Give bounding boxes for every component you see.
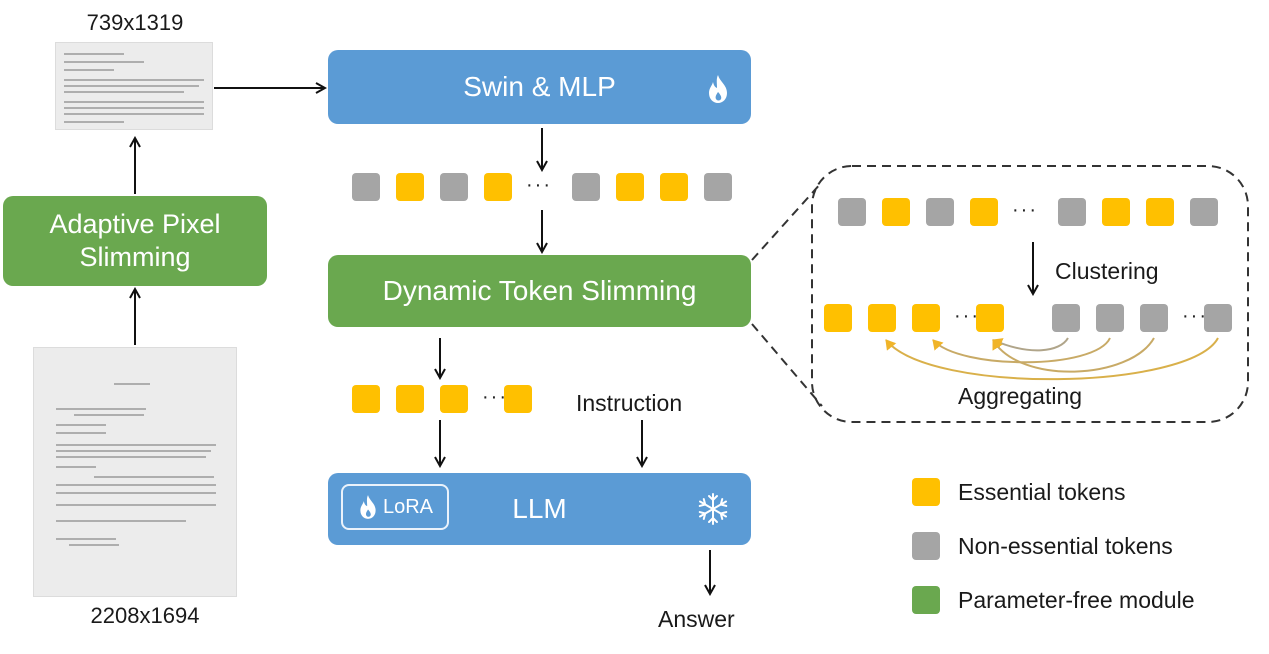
non-essential-token	[1190, 198, 1218, 226]
legend-label: Non-essential tokens	[958, 532, 1173, 559]
essential-token	[504, 385, 532, 413]
essential-token	[660, 173, 688, 201]
ellipsis: ···	[526, 174, 552, 196]
detail-clustered-essential: ···	[824, 304, 1014, 334]
non-essential-token	[1096, 304, 1124, 332]
dynamic-token-slimming-module: Dynamic Token Slimming	[328, 255, 751, 327]
essential-token	[1102, 198, 1130, 226]
essential-token	[912, 304, 940, 332]
lora-badge: LoRA	[341, 484, 449, 530]
non-essential-token	[704, 173, 732, 201]
top-image-size-label: 739x1319	[86, 10, 184, 35]
non-essential-token	[926, 198, 954, 226]
essential-token	[868, 304, 896, 332]
ellipsis: ···	[1012, 199, 1038, 221]
answer-label: Answer	[658, 606, 735, 632]
non-essential-token	[1052, 304, 1080, 332]
aggregate-curve	[992, 337, 1155, 373]
non-essential-token	[1204, 304, 1232, 332]
detail-clustered-nonessential: ···	[1052, 304, 1242, 334]
non-essential-token	[838, 198, 866, 226]
llm-label: LLM	[512, 493, 567, 524]
essential-token	[440, 385, 468, 413]
non-essential-token	[572, 173, 600, 201]
legend-label: Essential tokens	[958, 478, 1126, 505]
detail-input-tokens: ···	[838, 198, 1228, 228]
adaptive-pixel-slimming-module: Adaptive Pixel Slimming	[3, 196, 267, 286]
essential-token	[976, 304, 1004, 332]
clustering-label: Clustering	[1055, 258, 1159, 284]
zoom-guide-top	[751, 181, 823, 261]
essential-token	[1146, 198, 1174, 226]
aggregating-arrows	[885, 337, 1219, 381]
non-essential-token	[1140, 304, 1168, 332]
dynamic-token-slimming-label: Dynamic Token Slimming	[382, 275, 697, 306]
essential-token	[970, 198, 998, 226]
legend-swatch	[912, 478, 940, 506]
aggregate-curve	[992, 337, 1069, 352]
token-sequence-top: ···	[352, 173, 732, 203]
instruction-label: Instruction	[576, 390, 683, 416]
original-image-size-label: 2208x1694	[90, 603, 200, 628]
ellipsis: ···	[482, 386, 508, 408]
ellipsis: ···	[1182, 305, 1208, 327]
aggregate-curve	[932, 337, 1111, 364]
swin-mlp-module: Swin & MLP	[328, 50, 751, 124]
non-essential-token	[1058, 198, 1086, 226]
aggregate-curve	[885, 337, 1219, 381]
non-essential-token	[352, 173, 380, 201]
essential-token	[396, 385, 424, 413]
essential-token	[352, 385, 380, 413]
flame-icon	[360, 495, 376, 519]
snowflake-icon	[697, 493, 729, 525]
zoom-guide-bottom	[751, 323, 823, 407]
non-essential-token	[440, 173, 468, 201]
adaptive-pixel-slimming-line1: Adaptive Pixel	[49, 209, 221, 239]
legend-swatch	[912, 532, 940, 560]
lora-label: LoRA	[382, 495, 434, 518]
legend-label: Parameter-free module	[958, 586, 1195, 613]
flame-icon	[709, 75, 727, 103]
legend-item: Non-essential tokens	[912, 532, 1173, 560]
essential-token	[396, 173, 424, 201]
legend-swatch	[912, 586, 940, 614]
downscaled-document-thumbnail	[55, 42, 213, 130]
original-document-thumbnail	[33, 347, 237, 597]
legend-item: Essential tokens	[912, 478, 1125, 506]
token-sequence-slimmed: ···	[352, 385, 552, 415]
essential-token	[882, 198, 910, 226]
essential-token	[824, 304, 852, 332]
ellipsis: ···	[954, 305, 980, 327]
legend-item: Parameter-free module	[912, 586, 1195, 614]
adaptive-pixel-slimming-line2: Slimming	[79, 242, 191, 272]
swin-mlp-label: Swin & MLP	[463, 71, 616, 102]
essential-token	[484, 173, 512, 201]
aggregating-label: Aggregating	[958, 383, 1083, 409]
essential-token	[616, 173, 644, 201]
llm-module: LLM LoRA	[328, 473, 751, 545]
